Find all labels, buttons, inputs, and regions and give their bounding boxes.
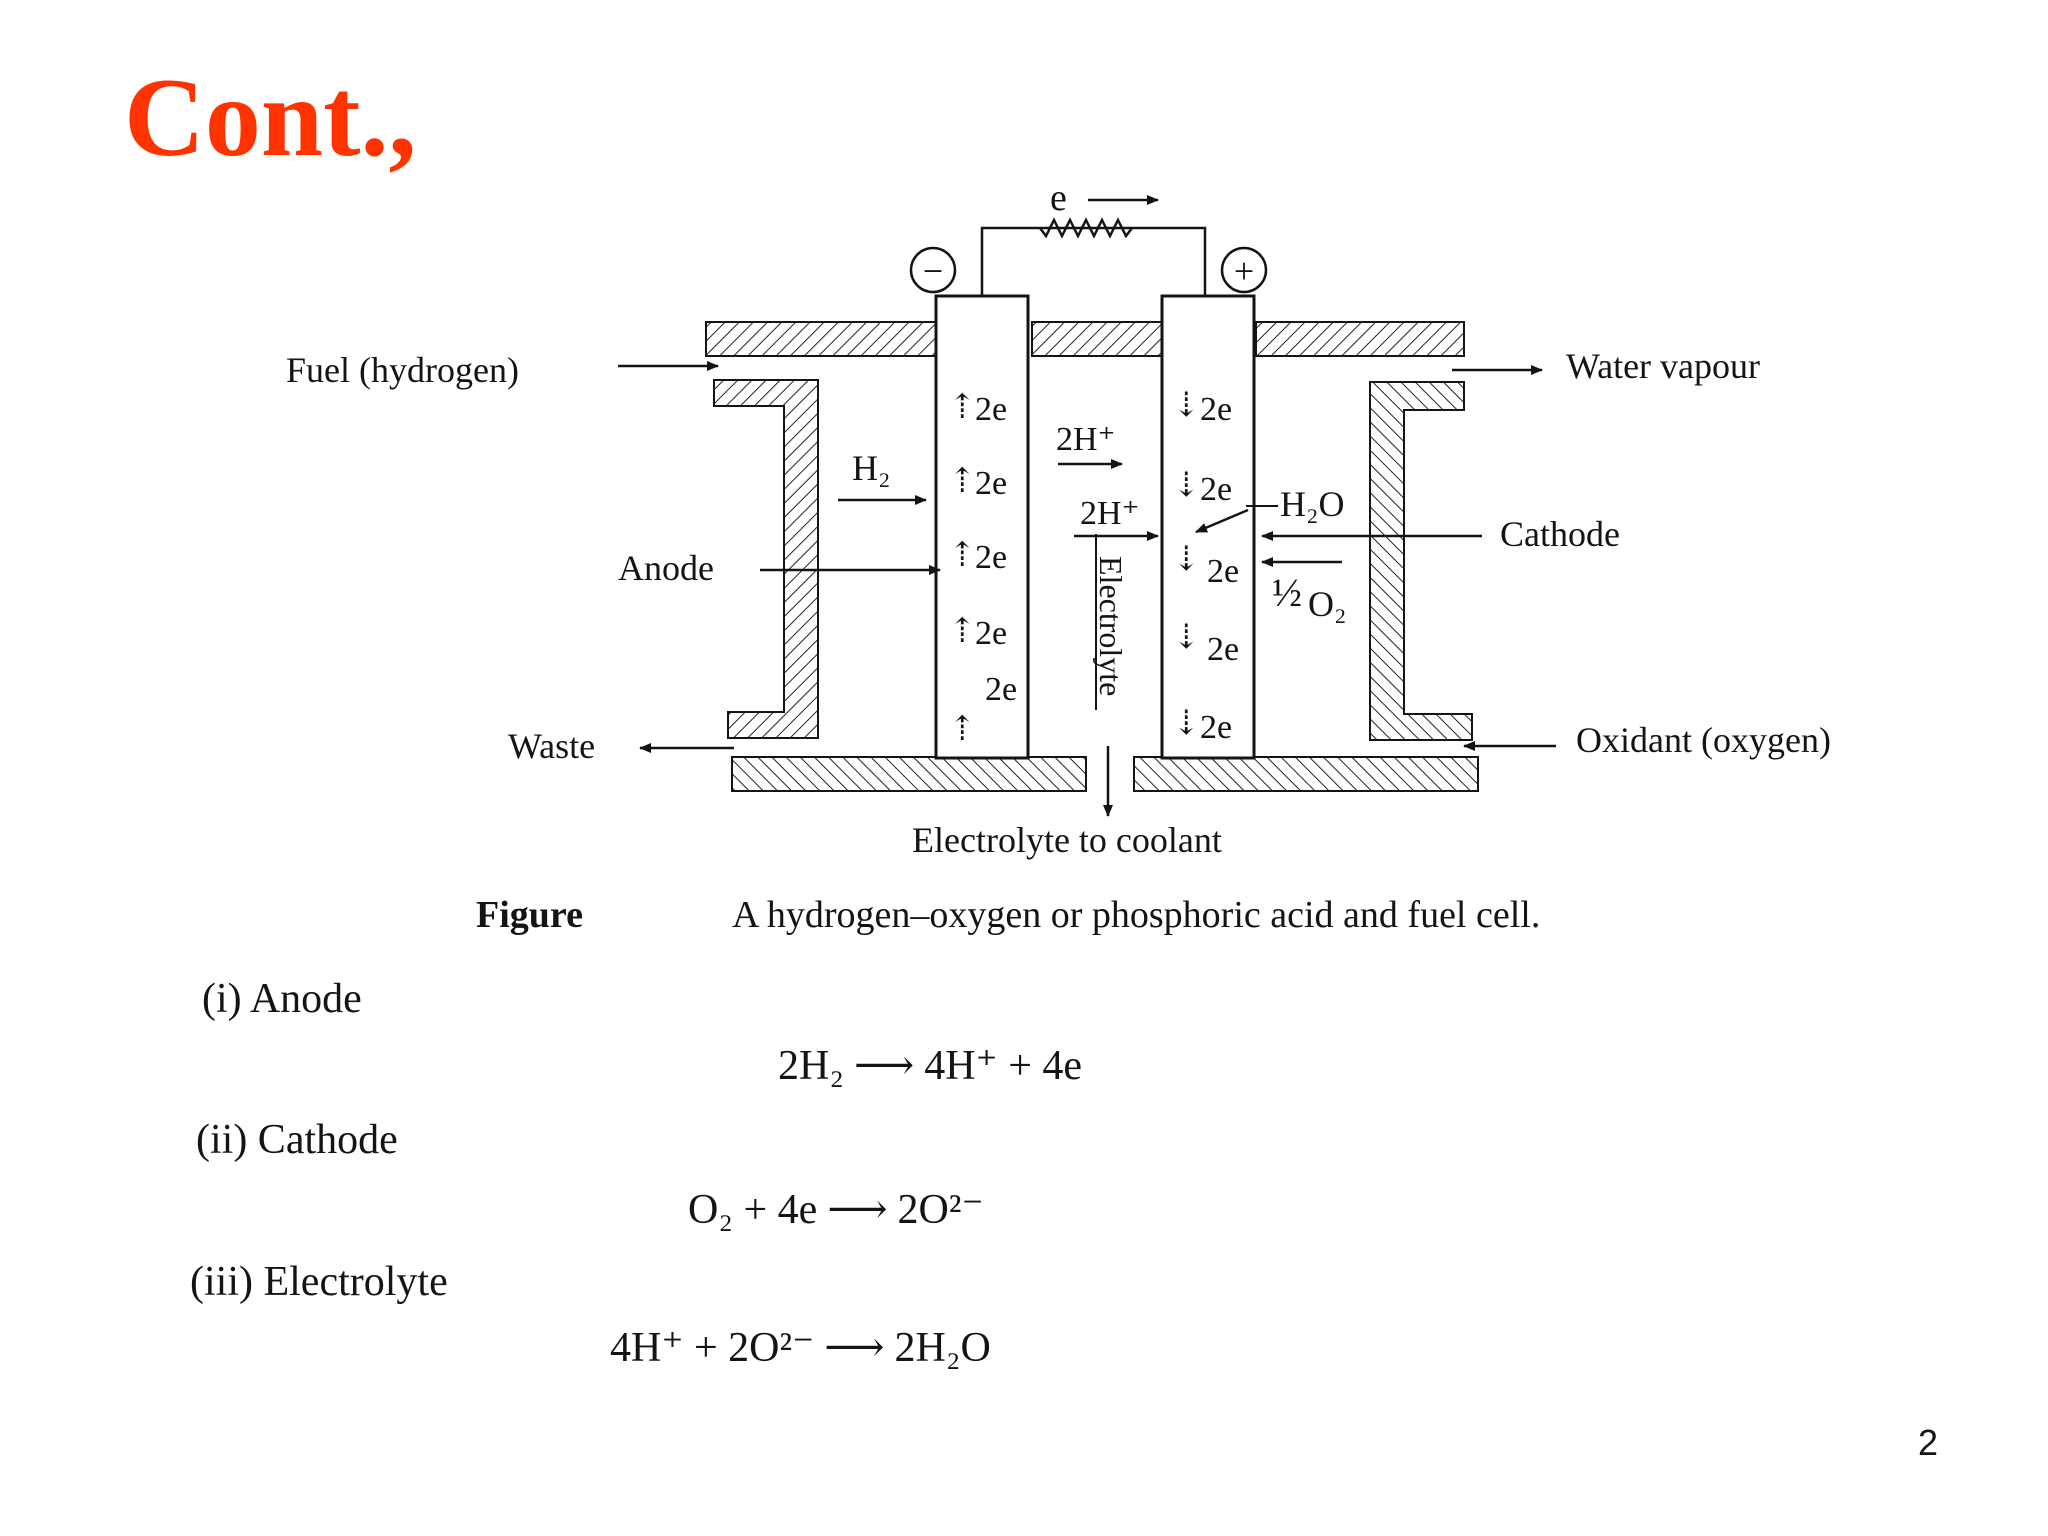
reaction-electrolyte-lhs: 4H⁺ + 2O²⁻ xyxy=(610,1325,815,1371)
bottom-plate xyxy=(731,756,1479,792)
svg-text:⇡: ⇡ xyxy=(948,613,977,650)
top-plate xyxy=(705,321,1465,357)
svg-text:2e: 2e xyxy=(975,615,1007,652)
water-vapour-label: Water vapour xyxy=(1566,346,1760,386)
anode-electron-4: ⇡2e xyxy=(948,613,1007,652)
reaction-cathode: O₂ + 4e⟶2O²⁻ xyxy=(688,1184,984,1234)
reaction-label-electrolyte: (iii) Electrolyte xyxy=(190,1259,448,1305)
svg-text:⇣: ⇣ xyxy=(1172,619,1201,656)
anode-electron-5: ⇡2e xyxy=(948,671,1017,748)
svg-text:⇡: ⇡ xyxy=(948,389,977,426)
anode-electron-markers: ⇡2e ⇡2e ⇡2e ⇡2e ⇡2e xyxy=(948,389,1017,748)
external-wire xyxy=(980,226,1207,296)
svg-text:⇣: ⇣ xyxy=(1172,541,1201,578)
negative-terminal xyxy=(909,246,957,294)
slide-title: Cont., xyxy=(124,56,417,180)
anode-label: Anode xyxy=(618,548,714,588)
left-housing xyxy=(713,379,819,739)
reaction-electrolyte-rhs: 2H₂O xyxy=(894,1325,991,1371)
svg-text:2e: 2e xyxy=(985,671,1017,708)
positive-terminal xyxy=(1220,246,1268,294)
proton-label-upper: 2H⁺ xyxy=(1056,421,1116,458)
h2o-arrow xyxy=(1195,508,1249,534)
svg-text:2e: 2e xyxy=(975,465,1007,502)
svg-text:⇣: ⇣ xyxy=(1172,467,1201,504)
anode-electron-2: ⇡2e xyxy=(948,463,1007,502)
reaction-electrolyte-arrow: ⟶ xyxy=(824,1325,885,1371)
anode-electrode xyxy=(934,294,1030,760)
svg-text:⇣: ⇣ xyxy=(1172,387,1201,424)
oxidant-label: Oxidant (oxygen) xyxy=(1576,720,1831,760)
cathode-electron-5: ⇣2e xyxy=(1172,705,1232,746)
svg-text:2e: 2e xyxy=(1207,553,1239,590)
svg-text:2e: 2e xyxy=(975,539,1007,576)
resistor xyxy=(1039,217,1133,239)
electron-flow-label: e xyxy=(1050,177,1067,219)
proton-label-lower: 2H⁺ xyxy=(1080,495,1140,532)
h2o-label: H₂O xyxy=(1280,484,1345,524)
reaction-anode-rhs: 4H⁺ + 4e xyxy=(924,1043,1083,1089)
o2-input-label: O₂ xyxy=(1308,584,1347,624)
svg-text:2e: 2e xyxy=(975,391,1007,428)
reaction-electrolyte: 4H⁺ + 2O²⁻⟶2H₂O xyxy=(610,1322,991,1372)
coolant-label: Electrolyte to coolant xyxy=(912,820,1222,860)
negative-terminal-sign: − xyxy=(923,251,943,291)
cathode-label: Cathode xyxy=(1500,514,1620,554)
h2-input-label: H₂ xyxy=(852,448,891,488)
svg-text:⇣: ⇣ xyxy=(1172,705,1201,742)
fuel-label: Fuel (hydrogen) xyxy=(286,350,519,390)
positive-terminal-sign: + xyxy=(1234,251,1254,291)
electrolyte-label: Electrolyte xyxy=(1093,556,1129,696)
anode-electron-3: ⇡2e xyxy=(948,537,1007,576)
svg-text:2e: 2e xyxy=(1200,471,1232,508)
cathode-electron-3: ⇣2e xyxy=(1172,541,1239,590)
svg-text:2e: 2e xyxy=(1207,631,1239,668)
anode-electron-1: ⇡2e xyxy=(948,389,1007,428)
figure-caption-text: A hydrogen–oxygen or phosphoric acid and… xyxy=(732,894,1541,936)
svg-text:2e: 2e xyxy=(1200,391,1232,428)
waste-label: Waste xyxy=(508,726,595,766)
reaction-anode-lhs: 2H₂ xyxy=(778,1043,844,1089)
reaction-anode-arrow: ⟶ xyxy=(853,1043,915,1089)
cathode-electron-4: ⇣2e xyxy=(1172,619,1239,668)
page-number: 2 xyxy=(1917,1422,1938,1463)
reaction-cathode-lhs: O₂ + 4e xyxy=(688,1187,818,1233)
svg-text:⇡: ⇡ xyxy=(948,537,977,574)
svg-text:2e: 2e xyxy=(1200,709,1232,746)
figure-caption-label: Figure xyxy=(476,894,583,936)
svg-text:⇡: ⇡ xyxy=(948,711,977,748)
cathode-electron-1: ⇣2e xyxy=(1172,387,1232,428)
reaction-cathode-arrow: ⟶ xyxy=(827,1187,888,1233)
cathode-electron-markers: ⇣2e ⇣2e ⇣2e ⇣2e ⇣2e xyxy=(1172,387,1239,746)
svg-text:⇡: ⇡ xyxy=(948,463,977,500)
right-housing xyxy=(1369,381,1473,741)
reaction-anode: 2H₂⟶4H⁺ + 4e xyxy=(778,1040,1082,1090)
reaction-label-cathode: (ii) Cathode xyxy=(196,1117,398,1163)
reaction-label-anode: (i) Anode xyxy=(202,976,362,1022)
cathode-electron-2: ⇣2e xyxy=(1172,467,1232,508)
reaction-cathode-rhs: 2O²⁻ xyxy=(897,1187,984,1233)
half-label: ½ xyxy=(1272,570,1302,615)
